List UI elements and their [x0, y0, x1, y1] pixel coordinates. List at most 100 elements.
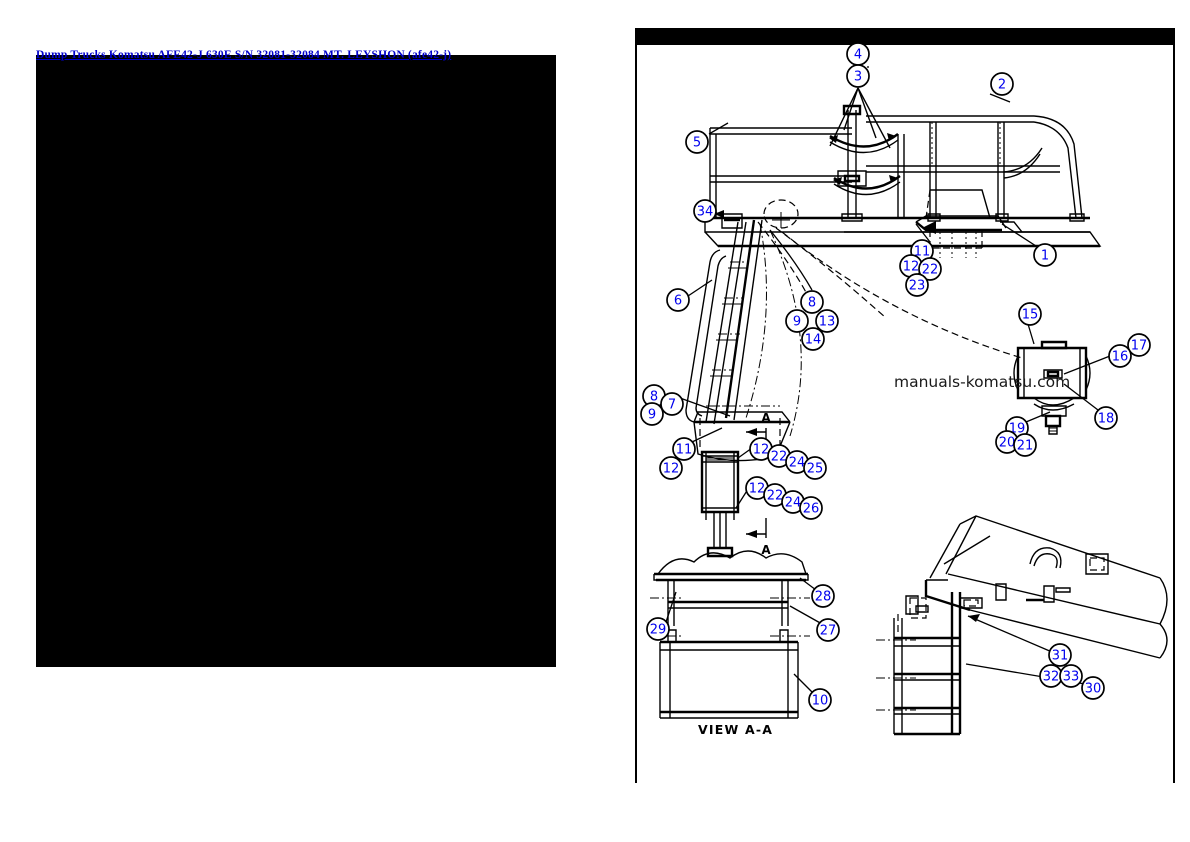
callout-18: 18 — [1094, 406, 1118, 430]
callout-13: 13 — [815, 309, 839, 333]
callout-16: 16 — [1108, 344, 1132, 368]
callout-21: 21 — [1013, 433, 1037, 457]
callout-bubble — [803, 456, 827, 480]
document-title-link[interactable]: Dump Trucks Komatsu AFE42-J 630E S/N 320… — [36, 49, 452, 61]
callout-bubble — [659, 456, 683, 480]
callout-bubble — [685, 130, 709, 154]
callout-number: 21 — [1017, 439, 1034, 454]
callout-29: 29 — [646, 617, 670, 641]
callout-number: 20 — [999, 436, 1016, 451]
callout-22: 22 — [918, 257, 942, 281]
truck-deck-assembly — [704, 87, 1102, 248]
callout-15: 15 — [1018, 302, 1042, 326]
callout-bubble — [1018, 302, 1042, 326]
callout-4: 4 — [846, 42, 870, 66]
callout-bubble — [640, 402, 664, 426]
left-pane: Dump Trucks Komatsu AFE42-J 630E S/N 320… — [36, 49, 556, 667]
callout-26: 26 — [799, 496, 823, 520]
callout-number: 12 — [753, 443, 770, 458]
callout-34: 34 — [693, 199, 717, 223]
callout-bubble — [646, 617, 670, 641]
callout-number: 14 — [805, 333, 822, 348]
callout-bubble — [693, 199, 717, 223]
callout-bubble — [905, 273, 929, 297]
document-thumbnail[interactable] — [36, 55, 556, 667]
callout-7: 7 — [660, 392, 684, 416]
callout-number: 15 — [1022, 308, 1039, 323]
callout-number: 34 — [697, 205, 714, 220]
gearbox-detail — [781, 231, 1091, 435]
callout-bubble — [801, 327, 825, 351]
callout-bubble — [816, 618, 840, 642]
callout-32: 32 — [1039, 664, 1063, 688]
callout-14: 14 — [801, 327, 825, 351]
callout-number: 12 — [749, 482, 766, 497]
callout-number: 22 — [922, 263, 939, 278]
callout-bubble — [1048, 643, 1072, 667]
callout-number: 8 — [650, 390, 658, 405]
callout-bubble — [799, 496, 823, 520]
callout-8: 8 — [800, 290, 824, 314]
callout-11: 11 — [672, 437, 696, 461]
callout-number: 23 — [909, 279, 926, 294]
callout-number: 13 — [819, 315, 836, 330]
callout-20: 20 — [995, 430, 1019, 454]
callout-bubble — [1059, 664, 1083, 688]
diagram-top-bar — [635, 28, 1175, 45]
watermark-text: manuals-komatsu.com — [894, 373, 1071, 391]
callout-3: 3 — [846, 64, 870, 88]
callout-bubble — [672, 437, 696, 461]
callout-number: 31 — [1052, 649, 1069, 664]
callout-number: 5 — [693, 136, 701, 151]
view-aa-detail — [650, 550, 810, 719]
callout-number: 25 — [807, 462, 824, 477]
callout-number: 22 — [771, 450, 788, 465]
callout-number: 22 — [767, 489, 784, 504]
callout-bubble — [785, 309, 809, 333]
callout-number: 11 — [676, 443, 693, 458]
callout-number: 18 — [1098, 412, 1115, 427]
callout-number: 9 — [793, 315, 801, 330]
callout-bubble — [846, 64, 870, 88]
diagram-frame-border — [635, 45, 1175, 783]
view-aa-label: VIEW A-A — [698, 722, 774, 737]
callout-leader-lines — [665, 66, 1111, 695]
callout-30: 30 — [1081, 676, 1105, 700]
callout-bubble — [1108, 344, 1132, 368]
callout-number: 11 — [914, 245, 931, 260]
callout-number: 6 — [674, 294, 682, 309]
callout-bubble — [1127, 333, 1151, 357]
callout-bubble — [800, 290, 824, 314]
callout-23: 23 — [905, 273, 929, 297]
callout-9: 9 — [785, 309, 809, 333]
diagram-drawing: A A — [640, 42, 1168, 736]
callout-27: 27 — [816, 618, 840, 642]
callout-number: 30 — [1085, 682, 1102, 697]
callout-bubble — [1033, 243, 1057, 267]
callout-2: 2 — [990, 72, 1014, 96]
callout-number: 24 — [789, 456, 806, 471]
callout-bubble — [815, 309, 839, 333]
callout-bubble — [1081, 676, 1105, 700]
lower-ladder-box: A A — [693, 405, 791, 558]
callout-bubble — [990, 72, 1014, 96]
callout-24: 24 — [781, 490, 805, 514]
callout-31: 31 — [1048, 643, 1072, 667]
callout-number: 27 — [820, 624, 837, 639]
callout-12: 12 — [659, 456, 683, 480]
callout-number: 33 — [1063, 670, 1080, 685]
callout-number: 32 — [1043, 670, 1060, 685]
callout-number: 12 — [663, 462, 680, 477]
callout-5: 5 — [685, 130, 709, 154]
callout-1: 1 — [1033, 243, 1057, 267]
callout-33: 33 — [1059, 664, 1083, 688]
callout-number: 3 — [854, 70, 862, 85]
callout-number: 29 — [650, 623, 667, 638]
ladder-assembly — [685, 199, 887, 437]
callout-9: 9 — [640, 402, 664, 426]
callout-number: 7 — [668, 398, 676, 413]
callout-25: 25 — [803, 456, 827, 480]
lower-right-frame — [876, 515, 1168, 736]
callout-number: 24 — [785, 496, 802, 511]
